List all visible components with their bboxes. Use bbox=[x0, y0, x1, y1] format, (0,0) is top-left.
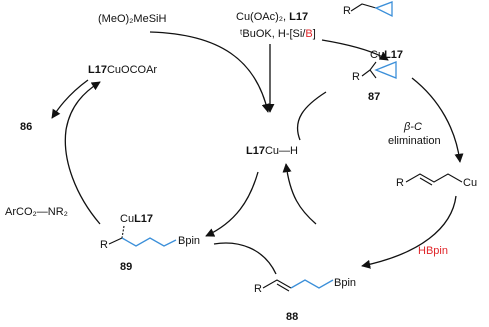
product-86-label: 86 bbox=[20, 121, 32, 133]
alkenylcu-double bbox=[419, 177, 433, 186]
int89-stereo-bond bbox=[121, 225, 125, 239]
int89-chain bbox=[108, 237, 123, 245]
substrate-alkene-bond bbox=[350, 3, 377, 12]
base-reagent: ᵗBuOK, H-[Si/B] bbox=[240, 28, 316, 40]
center-lower-arc bbox=[282, 163, 317, 225]
substrate-r-label: R bbox=[343, 5, 351, 17]
silane-reagent: (MeO)₂MeSiH bbox=[98, 13, 166, 25]
product88-blue-chain bbox=[290, 279, 334, 289]
int89-r: R bbox=[100, 239, 108, 251]
arc-to-86 bbox=[51, 79, 89, 119]
elimination-label: elimination bbox=[388, 135, 441, 147]
product88-r: R bbox=[254, 283, 262, 295]
center-left-arc bbox=[205, 171, 259, 237]
hbpin-arrow bbox=[361, 195, 457, 269]
center-copper-hydride: L17Cu—H bbox=[246, 145, 298, 157]
int87-cyclopropane bbox=[374, 61, 397, 79]
int87-number: 87 bbox=[368, 91, 380, 103]
alkenylcu-r: R bbox=[396, 177, 404, 189]
catalyst-reagent: Cu(OAc)₂, L17 bbox=[236, 11, 308, 23]
int89-cu: CuL17 bbox=[120, 213, 153, 225]
copper-carboxylate-label: L17CuOCOAr bbox=[88, 64, 157, 76]
alkenylcu-chain bbox=[405, 173, 463, 183]
int87-bonds bbox=[361, 61, 377, 79]
left-cycle-arc bbox=[64, 81, 101, 225]
alkenylcu-cu: Cu bbox=[463, 177, 477, 189]
bottom-left-arc bbox=[213, 242, 277, 275]
int87-r: R bbox=[352, 71, 360, 83]
int87-cu: CuL17 bbox=[370, 49, 403, 61]
beta-c-label: β-C bbox=[403, 121, 422, 133]
hbpin-label: HBpin bbox=[418, 245, 448, 257]
center-upper-arc bbox=[296, 91, 327, 141]
product88-double bbox=[262, 279, 292, 292]
int89-blue-chain bbox=[121, 237, 177, 247]
product88-number: 88 bbox=[286, 311, 298, 323]
int89-number: 89 bbox=[120, 261, 132, 273]
silane-arrow bbox=[149, 31, 271, 113]
substrate-arrow bbox=[321, 39, 389, 61]
right-cycle-arc bbox=[411, 77, 464, 163]
int89-bpin: Bpin bbox=[178, 235, 200, 247]
amine-reagent-label: ArCO₂—NR₂ bbox=[5, 206, 68, 218]
product88-bpin: Bpin bbox=[334, 277, 356, 289]
substrate-cyclopropane bbox=[374, 1, 393, 18]
